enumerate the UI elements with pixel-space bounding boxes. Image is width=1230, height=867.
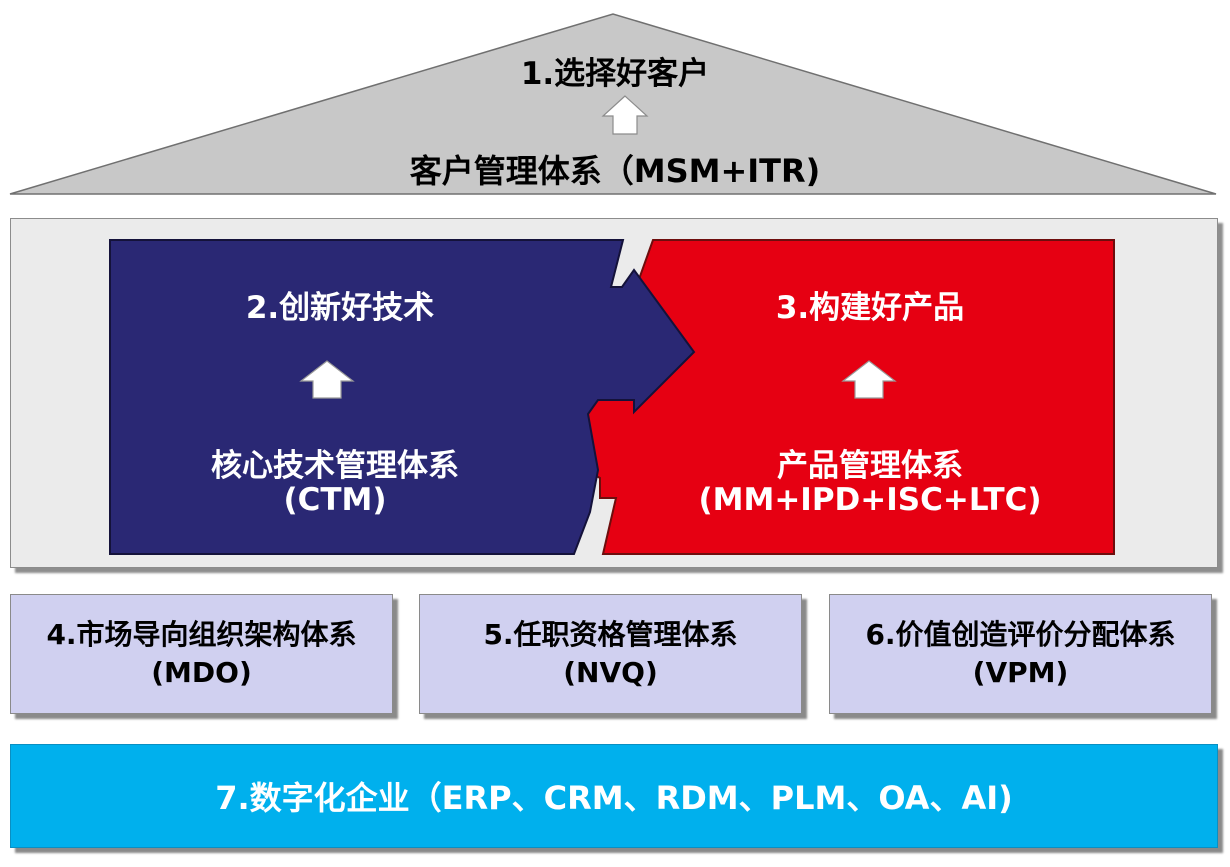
pillar-name: 5.任职资格管理体系 <box>483 618 738 651</box>
foundation-digital-enterprise: 7.数字化企业（ERP、CRM、RDM、PLM、OA、AI) <box>10 744 1218 848</box>
up-arrow-icon <box>841 360 897 399</box>
roof-title: 1.选择好客户 <box>520 56 710 92</box>
product-system-abbr: (MM+IPD+ISC+LTC) <box>698 482 1042 518</box>
technology-title: 2.创新好技术 <box>245 290 435 326</box>
roof-subtitle: 客户管理体系（MSM+ITR) <box>409 152 821 190</box>
technology-system-abbr: (CTM) <box>283 482 387 518</box>
pillar-abbr: (NVQ) <box>563 656 658 689</box>
up-arrow-icon <box>601 95 649 135</box>
roof-triangle <box>9 13 1217 195</box>
pillar-name: 6.价值创造评价分配体系 <box>865 618 1176 651</box>
technology-system-name: 核心技术管理体系 <box>211 448 459 484</box>
product-system-name: 产品管理体系 <box>777 448 963 484</box>
pillar-nvq: 5.任职资格管理体系 (NVQ) <box>419 594 802 714</box>
pillar-abbr: (VPM) <box>972 656 1069 689</box>
up-arrow-icon <box>299 360 355 399</box>
pillar-abbr: (MDO) <box>151 656 252 689</box>
product-title: 3.构建好产品 <box>775 290 965 326</box>
pillar-mdo: 4.市场导向组织架构体系 (MDO) <box>10 594 393 714</box>
pillar-vpm: 6.价值创造评价分配体系 (VPM) <box>829 594 1212 714</box>
pillar-name: 4.市场导向组织架构体系 <box>46 618 357 651</box>
technology-block <box>109 239 696 555</box>
